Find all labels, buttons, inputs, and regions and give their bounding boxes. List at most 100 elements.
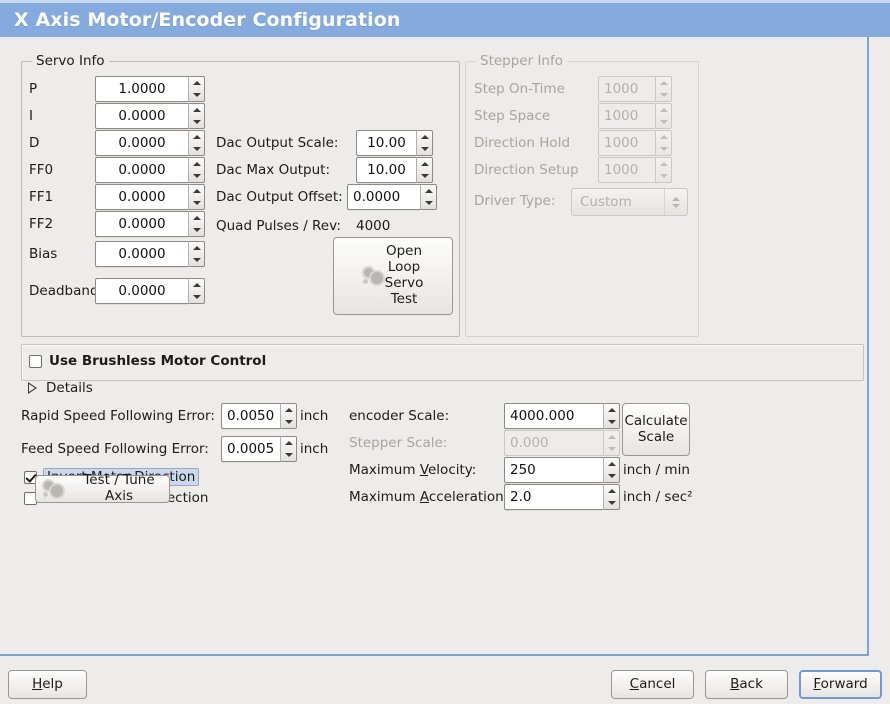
encoder-scale-value[interactable]: 4000.000 (504, 403, 603, 429)
spinner-up-icon[interactable] (189, 242, 204, 254)
dac-max-output-spinner[interactable] (416, 157, 433, 183)
spinner-up-icon[interactable] (417, 158, 432, 170)
spinner-down-icon[interactable] (189, 89, 204, 101)
dac-max-output-value[interactable]: 10.00 (356, 157, 416, 183)
spinner-up-icon[interactable] (189, 212, 204, 224)
servo-input-p-value[interactable]: 1.0000 (95, 76, 188, 102)
quad-pulses-value: 4000 (356, 218, 391, 234)
details-expander[interactable]: Details (28, 380, 93, 396)
back-button[interactable]: Back (705, 670, 788, 699)
spinner-down-icon (656, 170, 671, 182)
spinner-down-icon[interactable] (421, 197, 436, 209)
dac-output-offset-spinner[interactable] (420, 184, 437, 210)
rapid-following-error-input[interactable]: 0.0050 (221, 403, 297, 429)
dac-output-scale-label: Dac Output Scale: (216, 135, 339, 151)
servo-input-deadband-value[interactable]: 0.0000 (95, 278, 188, 304)
spinner-down-icon[interactable] (189, 224, 204, 236)
spinner-up-icon[interactable] (417, 131, 432, 143)
dac-output-scale-value[interactable]: 10.00 (356, 130, 416, 156)
checkbox-box[interactable] (29, 354, 42, 368)
spinner-up-icon[interactable] (189, 279, 204, 291)
servo-input-ff0-spinner[interactable] (188, 157, 205, 183)
servo-input-i-value[interactable]: 0.0000 (95, 103, 188, 129)
spinner-down-icon[interactable] (281, 449, 296, 461)
forward-button[interactable]: Forward (799, 670, 882, 699)
open-loop-servo-test-button[interactable]: Open Loop Servo Test (333, 237, 453, 315)
spinner-down-icon[interactable] (604, 416, 619, 428)
servo-input-ff2-value[interactable]: 0.0000 (95, 211, 188, 237)
servo-input-d[interactable]: 0.0000 (95, 130, 205, 156)
rapid-following-error-value[interactable]: 0.0050 (221, 403, 280, 429)
help-button[interactable]: Help (8, 670, 87, 699)
calculate-scale-button[interactable]: Calculate Scale (622, 403, 690, 456)
spinner-down-icon[interactable] (189, 170, 204, 182)
rapid-following-error-spinner[interactable] (280, 403, 297, 429)
dac-output-offset-input[interactable]: 0.0000 (347, 184, 437, 210)
dac-max-output-input[interactable]: 10.00 (356, 157, 433, 183)
servo-input-ff0[interactable]: 0.0000 (95, 157, 205, 183)
servo-input-ff2[interactable]: 0.0000 (95, 211, 205, 237)
spinner-down-icon[interactable] (189, 197, 204, 209)
servo-input-ff1[interactable]: 0.0000 (95, 184, 205, 210)
servo-input-deadband[interactable]: 0.0000 (95, 278, 205, 304)
spinner-down-icon[interactable] (281, 416, 296, 428)
spinner-down-icon[interactable] (604, 470, 619, 482)
servo-input-ff2-spinner[interactable] (188, 211, 205, 237)
spinner-up-icon[interactable] (189, 131, 204, 143)
servo-input-p[interactable]: 1.0000 (95, 76, 205, 102)
spinner-up-icon[interactable] (189, 185, 204, 197)
use-brushless-motor-control-checkbox[interactable]: Use Brushless Motor Control (29, 353, 272, 369)
maximum-velocity-spinner[interactable] (603, 457, 620, 483)
spinner-down-icon[interactable] (417, 170, 432, 182)
cancel-button[interactable]: Cancel (611, 670, 694, 699)
servo-input-p-spinner[interactable] (188, 76, 205, 102)
spinner-up-icon[interactable] (281, 437, 296, 449)
servo-input-d-value[interactable]: 0.0000 (95, 130, 188, 156)
forward-post: orward (820, 675, 868, 692)
servo-input-bias-spinner[interactable] (188, 241, 205, 267)
servo-input-bias-value[interactable]: 0.0000 (95, 241, 188, 267)
stepper-scale-label: Stepper Scale: (349, 435, 448, 451)
spinner-up-icon[interactable] (604, 458, 619, 470)
test-tune-axis-button[interactable]: Test / Tune Axis (35, 472, 170, 504)
spinner-down-icon[interactable] (417, 143, 432, 155)
spinner-up-icon[interactable] (189, 104, 204, 116)
chevron-right-icon[interactable] (28, 382, 37, 394)
servo-input-d-spinner[interactable] (188, 130, 205, 156)
maximum-acceleration-value[interactable]: 2.0 (504, 484, 603, 510)
spinner-up-icon[interactable] (281, 404, 296, 416)
maximum-acceleration-input[interactable]: 2.0 (504, 484, 620, 510)
servo-input-ff0-value[interactable]: 0.0000 (95, 157, 188, 183)
maximum-velocity-input[interactable]: 250 (504, 457, 620, 483)
max-acc-mnemonic: A (419, 489, 429, 505)
dac-output-offset-value[interactable]: 0.0000 (347, 184, 420, 210)
feed-following-error-input[interactable]: 0.0005 (221, 436, 297, 462)
servo-input-ff1-spinner[interactable] (188, 184, 205, 210)
maximum-acceleration-spinner[interactable] (603, 484, 620, 510)
spinner-down-icon[interactable] (189, 143, 204, 155)
maximum-velocity-value[interactable]: 250 (504, 457, 603, 483)
servo-input-i[interactable]: 0.0000 (95, 103, 205, 129)
spinner-up-icon[interactable] (604, 404, 619, 416)
dac-output-scale-spinner[interactable] (416, 130, 433, 156)
feed-following-error-spinner[interactable] (280, 436, 297, 462)
spinner-up-icon[interactable] (189, 77, 204, 89)
spinner-down-icon[interactable] (189, 116, 204, 128)
servo-input-deadband-spinner[interactable] (188, 278, 205, 304)
dac-output-scale-input[interactable]: 10.00 (356, 130, 433, 156)
feed-following-error-value[interactable]: 0.0005 (221, 436, 280, 462)
encoder-scale-spinner[interactable] (603, 403, 620, 429)
servo-input-i-spinner[interactable] (188, 103, 205, 129)
spinner-up-icon[interactable] (604, 485, 619, 497)
spinner-down-icon[interactable] (189, 254, 204, 266)
calc-line-2: Scale (637, 428, 675, 445)
direction-setup-input: 1000 (598, 157, 672, 183)
spinner-up-icon[interactable] (421, 185, 436, 197)
servo-input-bias[interactable]: 0.0000 (95, 241, 205, 267)
spinner-up-icon[interactable] (189, 158, 204, 170)
servo-input-ff1-value[interactable]: 0.0000 (95, 184, 188, 210)
encoder-scale-input[interactable]: 4000.000 (504, 403, 620, 429)
spinner-down-icon[interactable] (189, 291, 204, 303)
spinner-down-icon[interactable] (604, 497, 619, 509)
maximum-velocity-unit: inch / min (623, 462, 690, 478)
